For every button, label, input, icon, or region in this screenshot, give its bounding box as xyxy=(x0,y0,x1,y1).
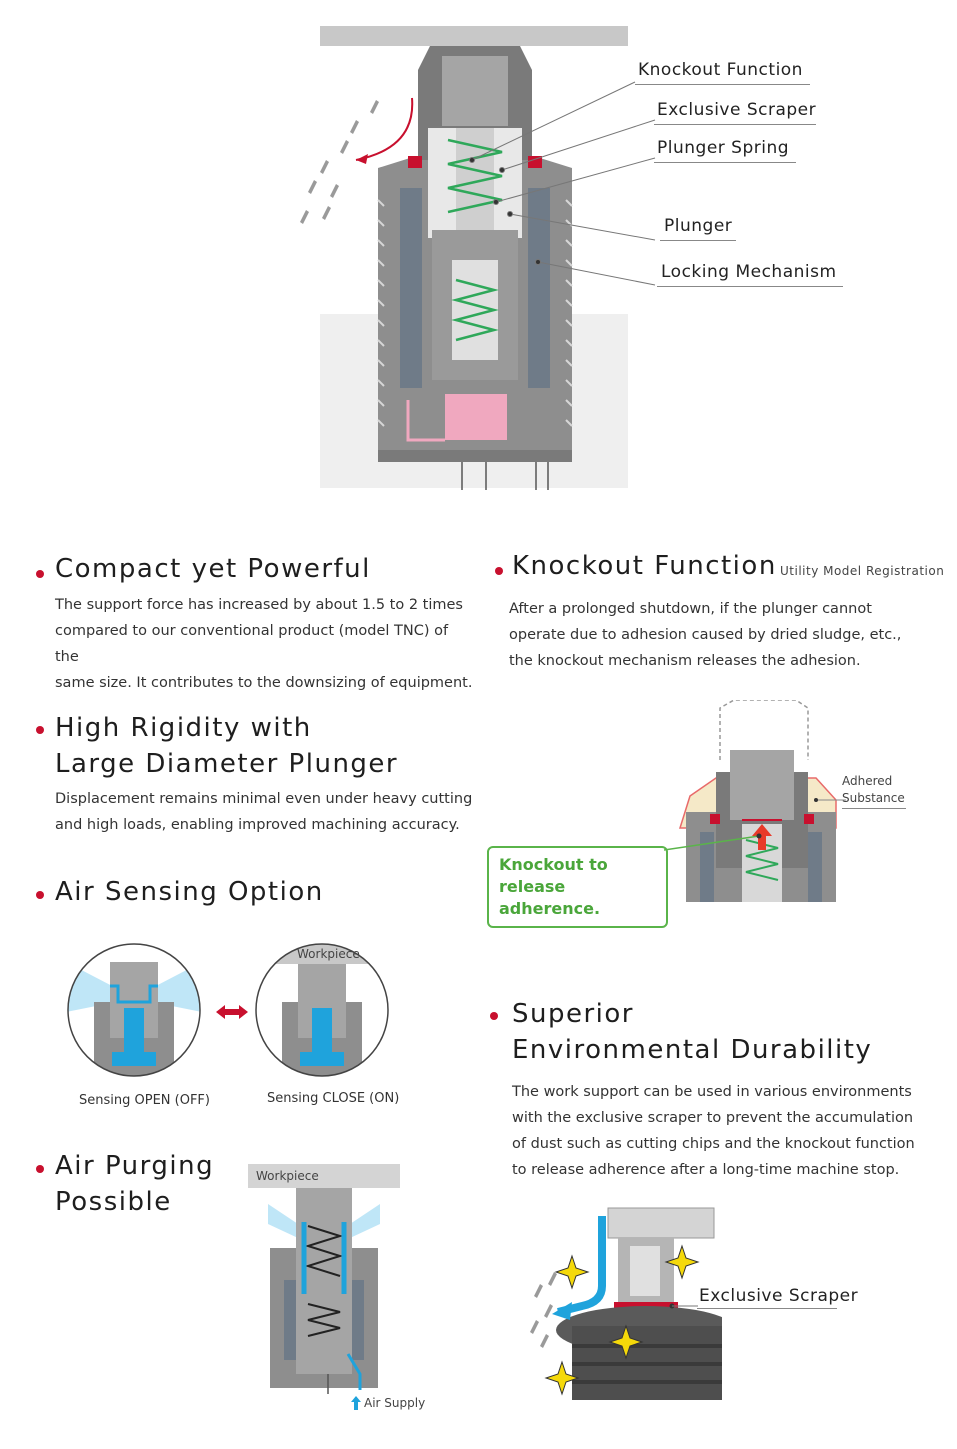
desc-line: to release adherence after a long-time m… xyxy=(512,1162,900,1178)
scraper-seal-right xyxy=(528,156,542,168)
feature-desc-durability: The work support can be used in various … xyxy=(512,1079,932,1183)
desc-line: Displacement remains minimal even under … xyxy=(55,791,473,807)
purging-workpiece-label: Workpiece xyxy=(256,1169,319,1183)
bullet-dot xyxy=(36,891,44,899)
desc-line: of dust such as cutting chips and the kn… xyxy=(512,1136,915,1152)
callout-underline xyxy=(654,162,796,163)
callout-underline xyxy=(660,240,736,241)
callout-plunger: Plunger xyxy=(664,216,733,236)
title-line: Possible xyxy=(55,1187,172,1217)
callout-underline xyxy=(654,124,816,125)
main-cross-section-diagram xyxy=(300,26,656,490)
desc-line: After a prolonged shutdown, if the plung… xyxy=(509,601,872,617)
desc-line: compared to our conventional product (mo… xyxy=(55,623,449,665)
air-supply-arrow-icon xyxy=(351,1395,361,1410)
bullet-dot xyxy=(490,1012,498,1020)
feature-desc-rigidity: Displacement remains minimal even under … xyxy=(55,786,475,838)
title-line: Environmental Durability xyxy=(512,1035,873,1065)
feature-title-air-sensing: Air Sensing Option xyxy=(55,877,324,907)
lower-spring xyxy=(451,278,499,342)
desc-line: The work support can be used in various … xyxy=(512,1084,912,1100)
sensing-open-diagram xyxy=(67,943,201,1077)
sensing-workpiece-label: Workpiece xyxy=(297,947,360,961)
plunger-cap xyxy=(442,56,508,126)
oil-passage xyxy=(406,400,445,442)
feature-desc-knockout: After a prolonged shutdown, if the plung… xyxy=(509,596,929,674)
locking-sleeve-left xyxy=(400,188,422,388)
feature-title-compact: Compact yet Powerful xyxy=(55,554,371,584)
callout-underline xyxy=(657,286,843,287)
knockout-leader xyxy=(664,833,762,851)
callout-exclusive-scraper: Exclusive Scraper xyxy=(657,100,817,120)
knockout-release-box: Knockout to release adherence. xyxy=(487,846,668,928)
callout-knockout-function: Knockout Function xyxy=(638,60,803,80)
callout-plunger-spring: Plunger Spring xyxy=(657,138,790,158)
desc-line: same size. It contributes to the downsiz… xyxy=(55,675,473,691)
title-line: Large Diameter Plunger xyxy=(55,749,399,779)
feature-title-durability: Superior Environmental Durability xyxy=(512,996,872,1068)
desc-line: The support force has increased by about… xyxy=(55,597,463,613)
feature-title-knockout: Knockout Function xyxy=(512,551,777,581)
callout-underline xyxy=(842,808,906,809)
hydraulic-chamber xyxy=(445,394,507,440)
chip-deflect-arrow xyxy=(355,97,414,161)
box-line: Knockout to xyxy=(499,855,608,874)
callout-underline xyxy=(635,84,810,85)
scraper-illustration xyxy=(530,1207,722,1400)
scraper-seal-left xyxy=(408,156,422,168)
bullet-dot xyxy=(36,570,44,578)
plunger-cap xyxy=(730,750,794,820)
label-line: Substance xyxy=(842,791,905,805)
sensing-close-diagram xyxy=(255,943,389,1077)
utility-model-note: Utility Model Registration xyxy=(780,564,945,578)
air-purging-diagram xyxy=(248,1164,400,1394)
body-bottom xyxy=(378,450,572,462)
sensing-open-label: Sensing OPEN (OFF) xyxy=(79,1093,210,1108)
bullet-dot xyxy=(36,726,44,734)
title-line: Air Purging xyxy=(55,1151,215,1181)
locking-sleeve-right xyxy=(528,188,550,388)
callout-locking-mechanism: Locking Mechanism xyxy=(661,262,837,282)
knockout-arrow xyxy=(752,824,772,850)
air-supply-label: Air Supply xyxy=(364,1396,426,1410)
bullet-dot xyxy=(495,567,503,575)
title-line: Superior xyxy=(512,999,634,1029)
title-line: High Rigidity with xyxy=(55,713,312,743)
chip-particles xyxy=(300,100,379,224)
thread-marks xyxy=(377,199,573,427)
label-line: Adhered xyxy=(842,774,893,788)
desc-line: the knockout mechanism releases the adhe… xyxy=(509,653,861,669)
callout-underline xyxy=(697,1308,837,1309)
feature-desc-compact: The support force has increased by about… xyxy=(55,592,475,696)
feature-title-air-purging: Air Purging Possible xyxy=(55,1148,214,1220)
desc-line: operate due to adhesion caused by dried … xyxy=(509,627,902,643)
toggle-arrow-icon xyxy=(216,1005,248,1019)
adhered-substance-label: Adhered Substance xyxy=(842,773,905,807)
sensing-close-label: Sensing CLOSE (ON) xyxy=(267,1091,400,1106)
bullet-dot xyxy=(36,1165,44,1173)
box-line: release adherence. xyxy=(499,877,601,918)
desc-line: and high loads, enabling improved machin… xyxy=(55,817,460,833)
exclusive-scraper-label: Exclusive Scraper xyxy=(699,1286,859,1306)
knockout-diagram xyxy=(678,700,846,902)
workpiece-plate xyxy=(320,26,628,46)
desc-line: with the exclusive scraper to prevent th… xyxy=(512,1110,914,1126)
feature-title-rigidity: High Rigidity with Large Diameter Plunge… xyxy=(55,710,398,782)
